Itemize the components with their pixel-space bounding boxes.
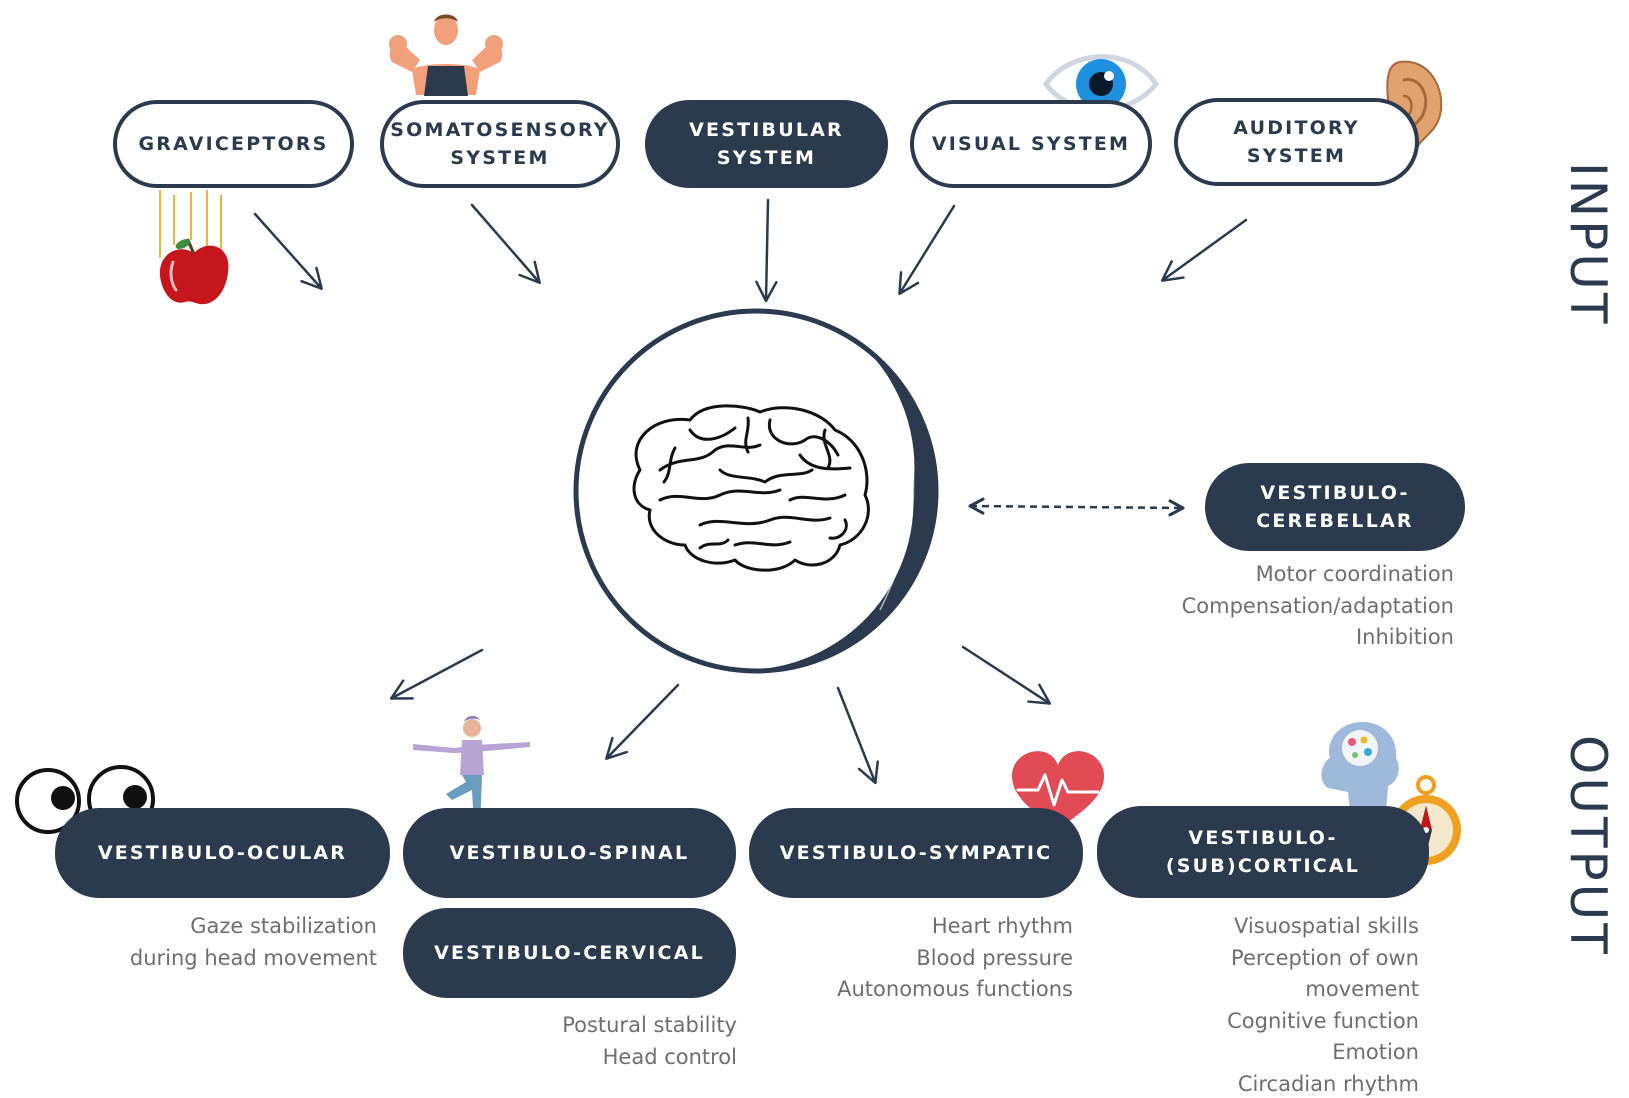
arrow-graviceptors [253,212,323,290]
function-item: Autonomous functions [837,977,1073,1001]
arrow-visual [898,204,956,296]
function-item: Gaze stabilization [190,914,377,938]
arrow-ocular [389,648,484,700]
output-side-label: OUTPUT [1559,735,1617,957]
cerebellar-functions: Motor coordination Compensation/adaptati… [1182,559,1454,654]
yoga-person-icon [413,716,530,828]
subcortical-functions: Visuospatial skills Perception of own mo… [1227,911,1419,1098]
sympatic-functions: Heart rhythm Blood pressure Autonomous f… [837,911,1073,1006]
vestibulo-spinal-box: VESTIBULO-SPINAL [403,808,736,898]
vestibulo-sympatic-box: VESTIBULO-SYMPATIC [749,808,1083,898]
function-item: Visuospatial skills [1234,914,1419,938]
auditory-system-box: AUDITORY SYSTEM [1174,98,1419,186]
function-item: Blood pressure [916,945,1073,970]
function-item: Head control [602,1044,737,1069]
function-item: Motor coordination [1255,562,1454,586]
function-item: movement [1305,977,1419,1001]
function-item: Circadian rhythm [1237,1071,1419,1096]
function-item: Inhibition [1355,625,1454,649]
vestibulo-ocular-box: VESTIBULO-OCULAR [55,808,390,898]
brain-icon [632,404,870,572]
visual-system-box: VISUAL SYSTEM [910,100,1152,188]
input-side-label: INPUT [1559,162,1617,327]
function-item: Postural stability [562,1013,737,1037]
somatosensory-system-box: SOMATOSENSORY SYSTEM [380,100,620,188]
function-item: Compensation/adaptation [1181,593,1454,618]
arrow-somatosensory [470,203,541,285]
function-item: Perception of own [1231,945,1419,970]
arrow-sympatic [836,686,879,785]
vestibulo-cervical-box: VESTIBULO-CERVICAL [403,908,736,998]
function-item: Heart rhythm [931,914,1073,938]
input-arrows [253,198,1248,303]
graviceptors-box: GRAVICEPTORS [113,100,354,188]
falling-apple-icon [159,190,229,305]
function-item: during head movement [129,945,377,970]
vestibulo-cerebellar-box: VESTIBULO- CEREBELLAR [1205,463,1465,551]
function-item: Cognitive function [1227,1008,1419,1033]
arrow-cerebellar-bidirectional [968,497,1185,517]
vestibulo-subcortical-box: VESTIBULO- (SUB)CORTICAL [1097,806,1429,898]
arrow-spinal [605,683,680,760]
strongman-icon [389,14,503,96]
arrow-subcortical [961,645,1052,705]
head-brain-icon [1321,722,1399,812]
ocular-functions: Gaze stabilization during head movement [130,911,377,974]
arrow-vestibular [755,198,778,303]
output-arrows [389,645,1052,785]
function-item: Emotion [1332,1040,1419,1064]
cervical-functions: Postural stability Head control [562,1010,737,1073]
vestibular-system-box: VESTIBULAR SYSTEM [645,100,888,188]
arrow-auditory [1160,218,1248,282]
